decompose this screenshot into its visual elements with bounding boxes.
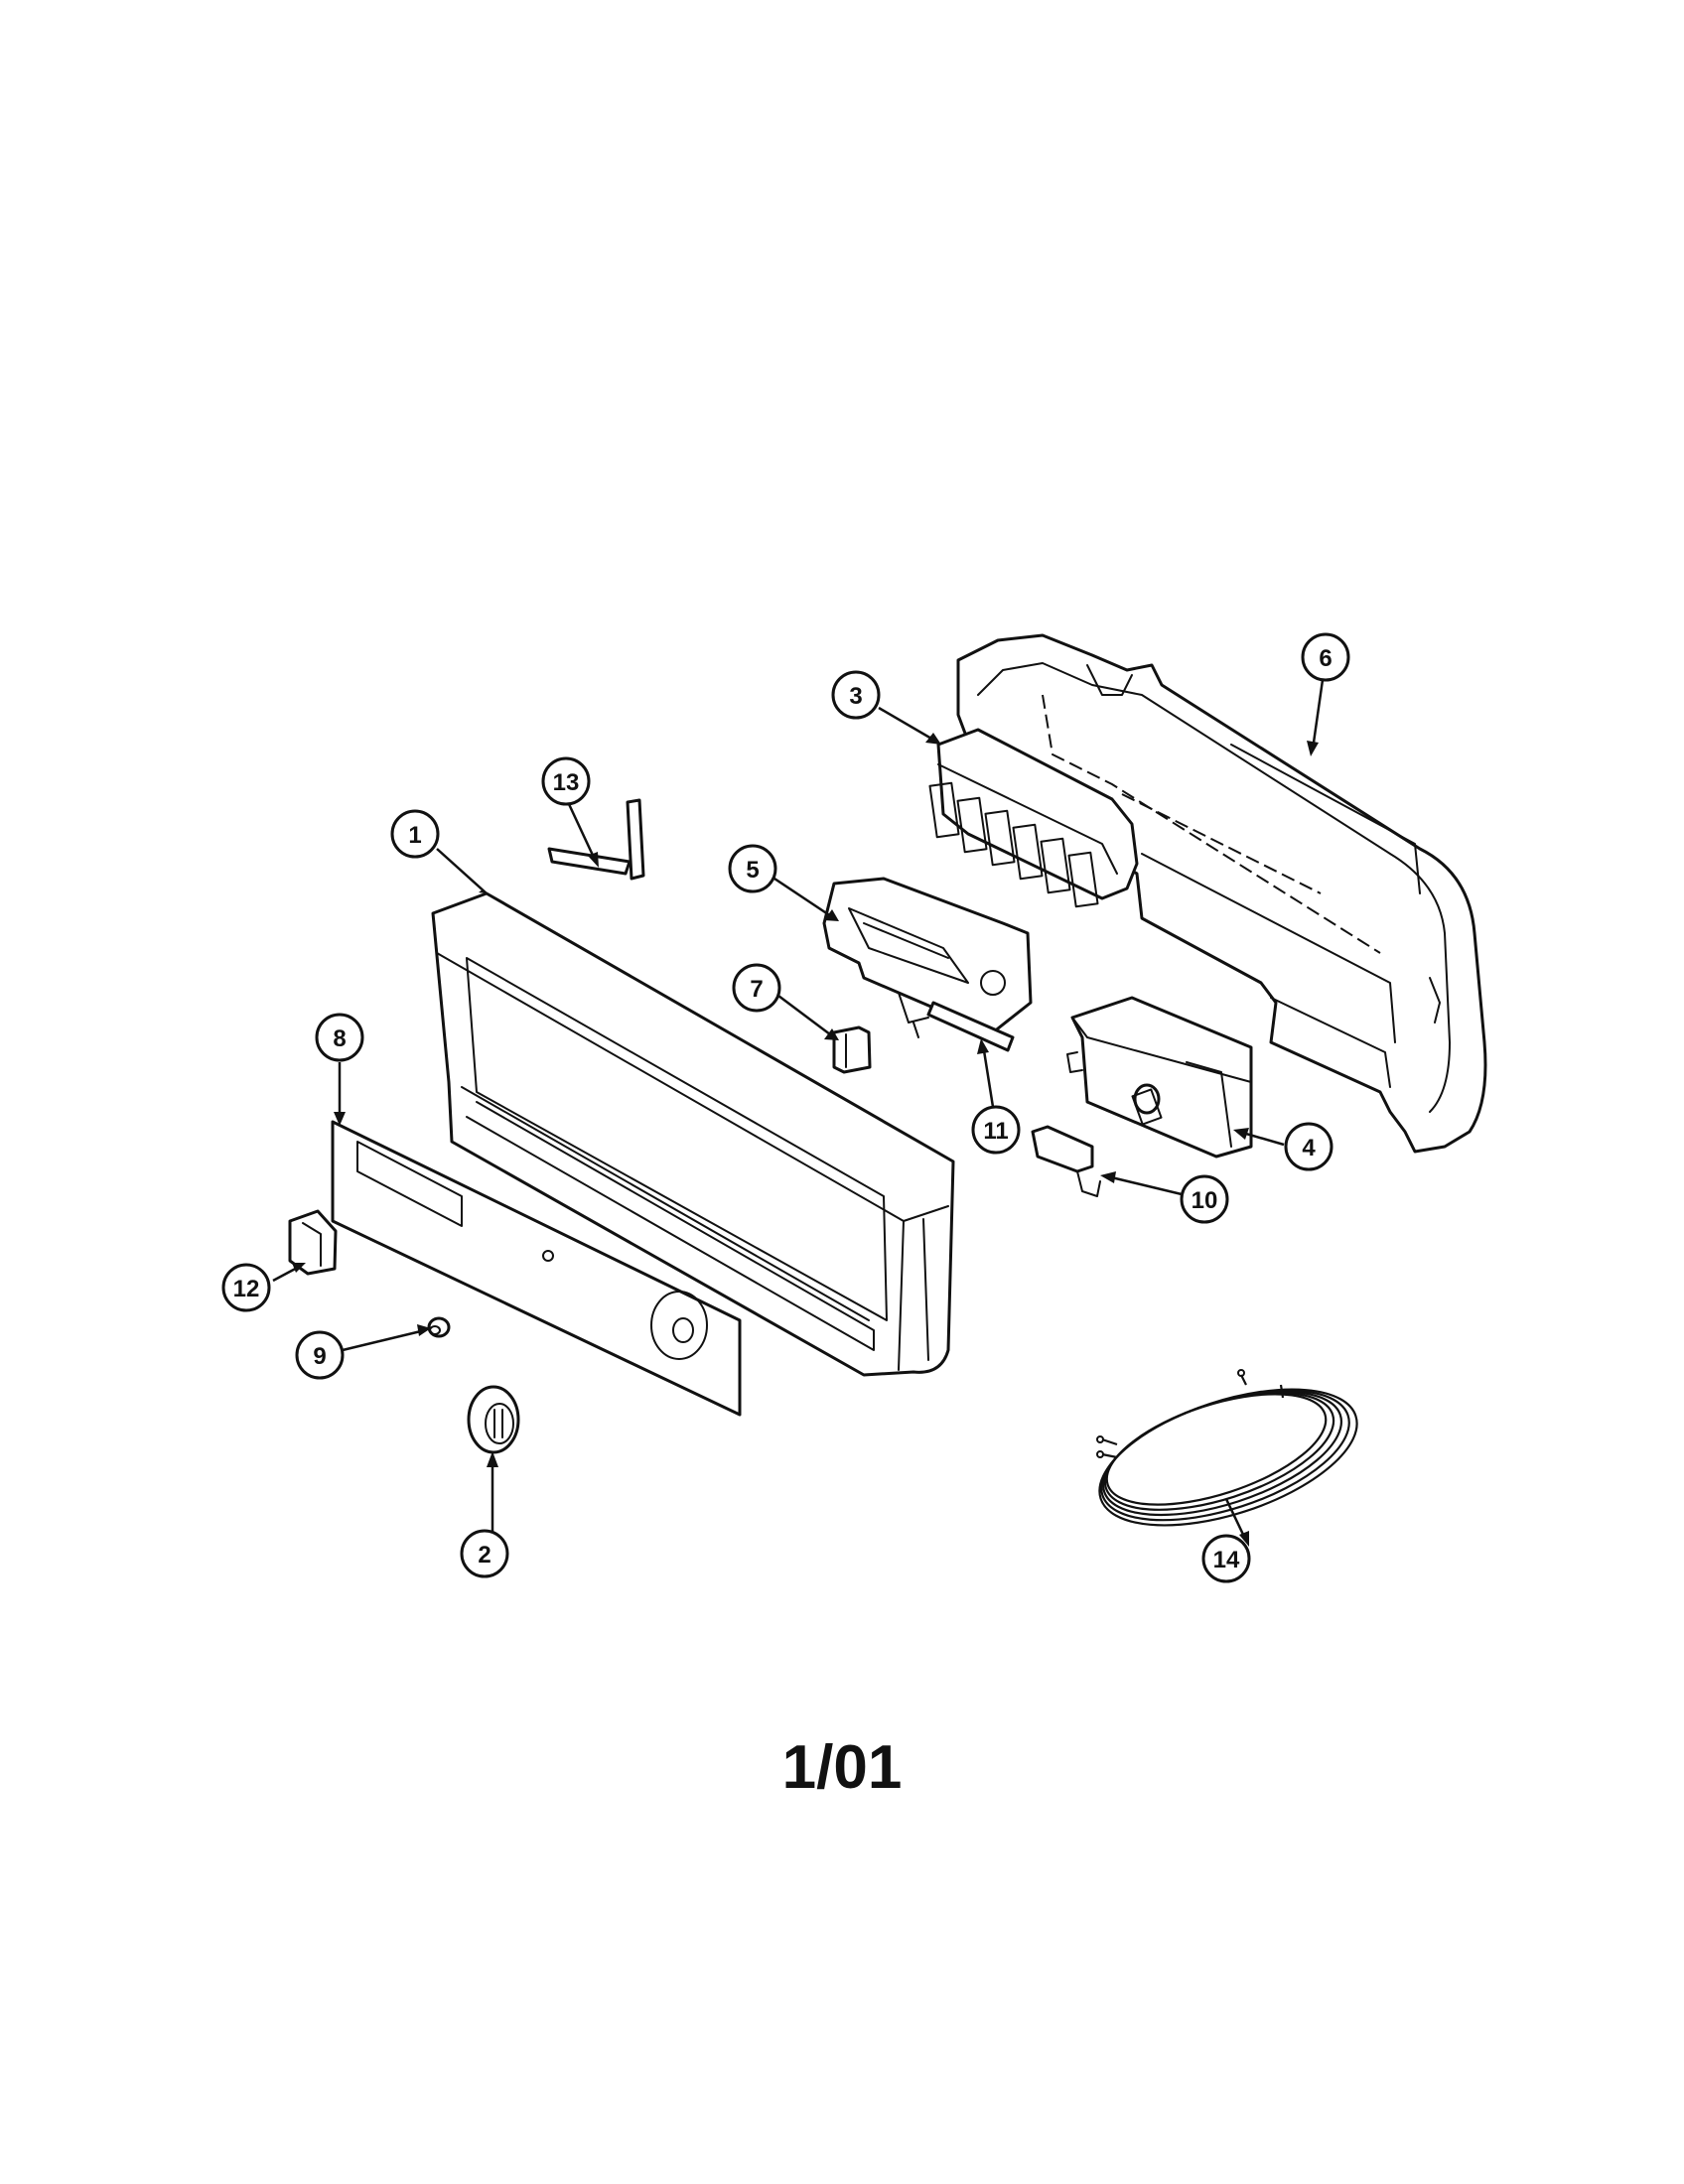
part-3-switch-block — [928, 728, 1139, 908]
leader-11 — [981, 1043, 995, 1108]
callout-9: 9 — [295, 1330, 345, 1380]
leader-9 — [342, 1328, 426, 1352]
svg-text:3: 3 — [849, 683, 862, 710]
svg-text:8: 8 — [333, 1025, 346, 1052]
part-4-timer — [1066, 996, 1253, 1159]
part-12-push-button — [288, 1209, 338, 1276]
svg-text:11: 11 — [983, 1118, 1008, 1145]
svg-text:12: 12 — [233, 1276, 260, 1302]
part-11-strip — [926, 1001, 1015, 1052]
leader-lines — [272, 679, 1325, 1547]
callout-12: 12 — [221, 1263, 271, 1312]
callout-6: 6 — [1301, 632, 1350, 682]
leader-13 — [567, 803, 598, 863]
svg-text:9: 9 — [313, 1343, 326, 1370]
leader-10 — [1106, 1174, 1183, 1196]
callout-2: 2 — [460, 1529, 509, 1578]
svg-text:4: 4 — [1302, 1135, 1316, 1161]
leader-5 — [773, 877, 835, 920]
part-1-console-panel — [431, 891, 955, 1377]
part-13-bracket — [547, 798, 645, 881]
svg-text:13: 13 — [553, 769, 580, 796]
callout-1: 1 — [390, 809, 440, 859]
callout-7: 7 — [732, 963, 781, 1013]
svg-text:5: 5 — [746, 857, 759, 884]
callout-13: 13 — [541, 756, 591, 806]
part-8-panel-overlay — [331, 1120, 742, 1417]
leader-3 — [878, 706, 939, 745]
part-10-micro-switch — [1031, 1125, 1101, 1197]
svg-text:7: 7 — [750, 976, 763, 1003]
callout-3: 3 — [831, 670, 881, 720]
part-7-clip — [832, 1025, 872, 1074]
part-9-small-knob — [427, 1316, 451, 1338]
svg-text:1: 1 — [408, 822, 421, 849]
callout-11: 11 — [971, 1105, 1021, 1155]
part-6-housing — [956, 633, 1487, 1154]
callout-4: 4 — [1284, 1122, 1333, 1171]
leader-1 — [436, 848, 488, 894]
svg-text:2: 2 — [478, 1542, 491, 1569]
part-14-wire-harness — [1096, 1369, 1358, 1527]
svg-text:10: 10 — [1192, 1187, 1218, 1214]
callout-5: 5 — [728, 844, 777, 893]
callout-8: 8 — [315, 1013, 364, 1062]
svg-text:6: 6 — [1319, 645, 1332, 672]
part-2-dial-knob — [467, 1385, 520, 1454]
leader-7 — [773, 992, 835, 1038]
callout-14: 14 — [1201, 1534, 1251, 1583]
svg-text:14: 14 — [1213, 1547, 1240, 1573]
leader-6 — [1311, 679, 1325, 751]
page-label: 1/01 — [781, 1733, 903, 1802]
callout-10: 10 — [1180, 1174, 1229, 1224]
